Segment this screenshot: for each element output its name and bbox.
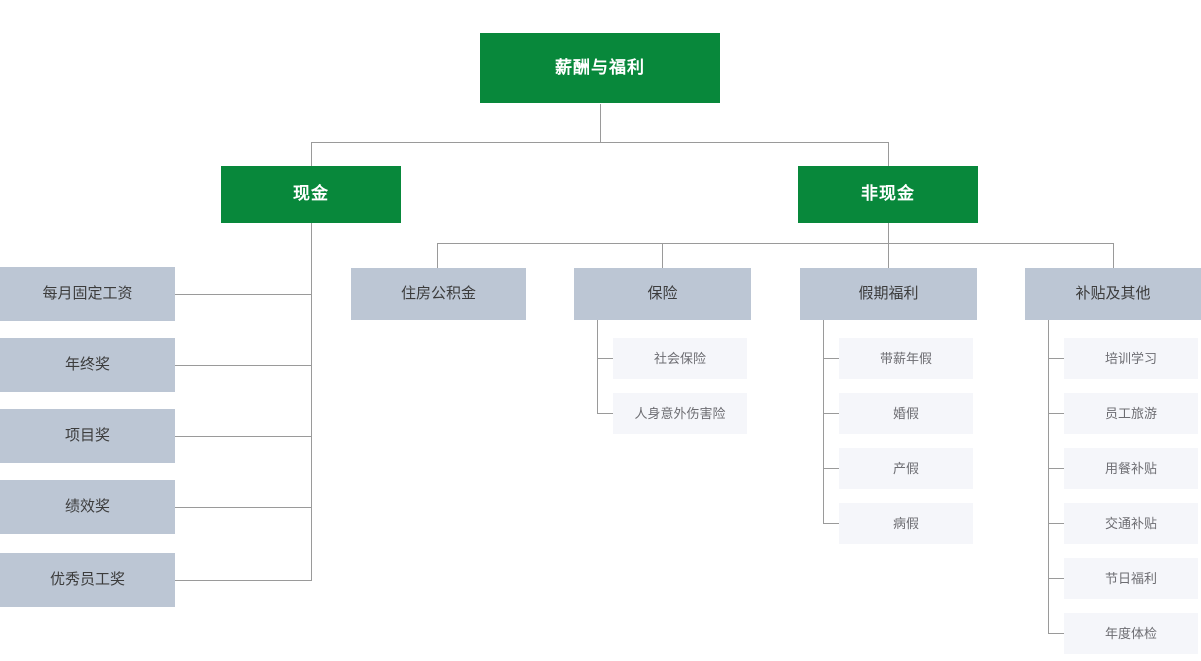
node-year-end-bonus[interactable]: 年终奖 — [0, 338, 175, 392]
node-meal-allowance[interactable]: 用餐补贴 — [1064, 448, 1198, 489]
connector-drop-insurance — [662, 243, 663, 268]
connector-noncash-stem — [888, 223, 889, 244]
connector-cash-trunk — [311, 223, 312, 581]
connector-insurance-stub-2 — [597, 413, 613, 414]
connector-allowance-stub-3 — [1048, 468, 1064, 469]
connector-leave-trunk — [823, 320, 824, 523]
connector-drop-leave-benefits — [888, 243, 889, 268]
node-social-insurance[interactable]: 社会保险 — [613, 338, 747, 379]
connector-level1-bus — [311, 142, 889, 143]
connector-cash-branch-5 — [175, 580, 312, 581]
node-project-bonus[interactable]: 项目奖 — [0, 409, 175, 463]
connector-leave-stub-3 — [823, 468, 839, 469]
connector-leave-stub-2 — [823, 413, 839, 414]
node-excellent-employee-award[interactable]: 优秀员工奖 — [0, 553, 175, 607]
node-training-learning[interactable]: 培训学习 — [1064, 338, 1198, 379]
connector-allowance-trunk — [1048, 320, 1049, 633]
node-annual-health-checkup[interactable]: 年度体检 — [1064, 613, 1198, 654]
connector-drop-allowance-other — [1113, 243, 1114, 268]
connector-leave-stub-1 — [823, 358, 839, 359]
connector-cash-branch-2 — [175, 365, 312, 366]
connector-allowance-stub-6 — [1048, 633, 1064, 634]
connector-root-stem — [600, 104, 601, 143]
connector-allowance-stub-4 — [1048, 523, 1064, 524]
connector-cash-branch-1 — [175, 294, 312, 295]
node-employee-travel[interactable]: 员工旅游 — [1064, 393, 1198, 434]
node-leave-benefits[interactable]: 假期福利 — [800, 268, 977, 320]
node-maternity-leave[interactable]: 产假 — [839, 448, 973, 489]
node-marriage-leave[interactable]: 婚假 — [839, 393, 973, 434]
connector-insurance-stub-1 — [597, 358, 613, 359]
connector-drop-noncash — [888, 142, 889, 166]
node-paid-annual-leave[interactable]: 带薪年假 — [839, 338, 973, 379]
connector-cash-branch-4 — [175, 507, 312, 508]
connector-leave-stub-4 — [823, 523, 839, 524]
node-noncash[interactable]: 非现金 — [798, 166, 978, 223]
node-holiday-benefits[interactable]: 节日福利 — [1064, 558, 1198, 599]
node-cash[interactable]: 现金 — [221, 166, 401, 223]
connector-allowance-stub-1 — [1048, 358, 1064, 359]
connector-drop-cash — [311, 142, 312, 166]
connector-allowance-stub-5 — [1048, 578, 1064, 579]
node-performance-bonus[interactable]: 绩效奖 — [0, 480, 175, 534]
node-insurance[interactable]: 保险 — [574, 268, 751, 320]
node-transport-allowance[interactable]: 交通补贴 — [1064, 503, 1198, 544]
node-personal-accident-insurance[interactable]: 人身意外伤害险 — [613, 393, 747, 434]
connector-noncash-bus — [437, 243, 1113, 244]
node-monthly-fixed-salary[interactable]: 每月固定工资 — [0, 267, 175, 321]
connector-allowance-stub-2 — [1048, 413, 1064, 414]
connector-cash-branch-3 — [175, 436, 312, 437]
node-root-compensation-benefits[interactable]: 薪酬与福利 — [480, 33, 720, 103]
node-sick-leave[interactable]: 病假 — [839, 503, 973, 544]
node-housing-provident-fund[interactable]: 住房公积金 — [351, 268, 526, 320]
connector-drop-housing-fund — [437, 243, 438, 268]
connector-insurance-trunk — [597, 320, 598, 413]
node-allowance-and-other[interactable]: 补贴及其他 — [1025, 268, 1201, 320]
